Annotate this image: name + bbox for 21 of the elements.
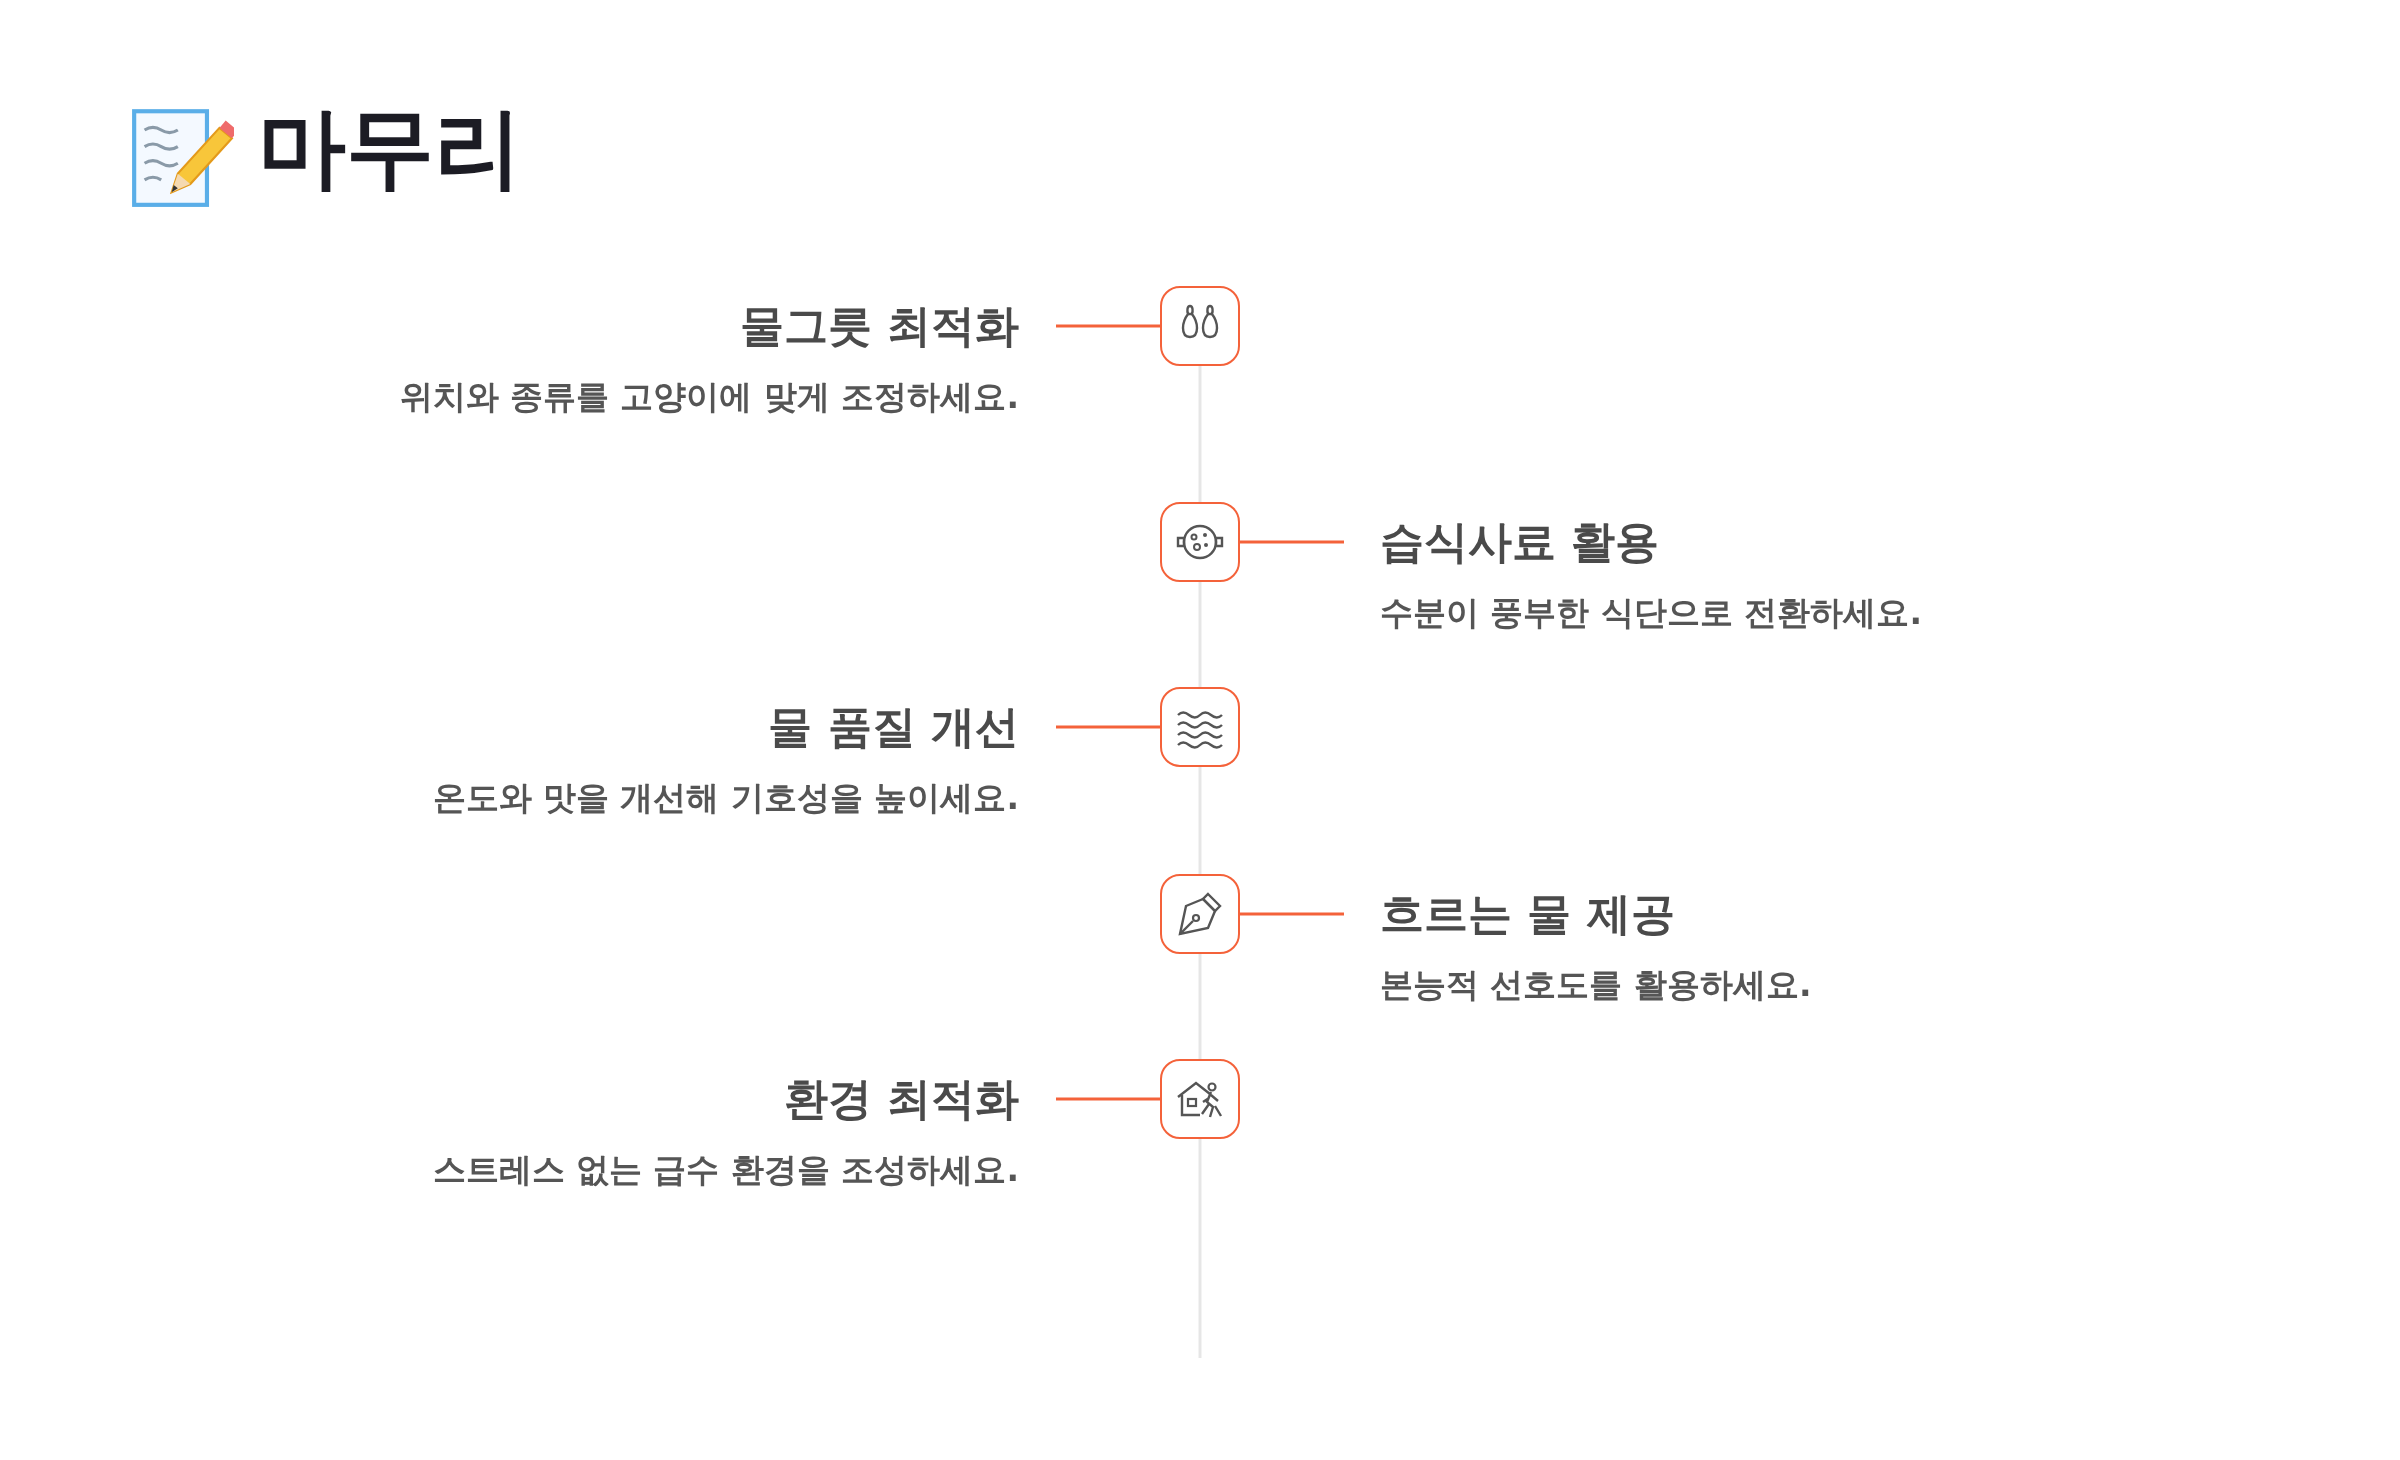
- connector-line: [1240, 912, 1344, 916]
- step-description: 본능적 선호도를 활용하세요.: [1380, 964, 1812, 1006]
- step-heading: 흐르는 물 제공: [1380, 887, 1675, 941]
- connector-line: [1056, 1097, 1160, 1101]
- icon-tile: [1160, 286, 1240, 366]
- icon-tile: [1160, 1059, 1240, 1139]
- step-heading: 환경 최적화: [783, 1072, 1019, 1126]
- step-description: 위치와 종류를 고양이에 맞게 조정하세요.: [399, 376, 1019, 418]
- step-description: 수분이 풍부한 식단으로 전환하세요.: [1380, 592, 1922, 634]
- step-heading: 물그릇 최적화: [739, 299, 1019, 353]
- step-heading: 습식사료 활용: [1380, 515, 1660, 569]
- icon-tile: [1160, 687, 1240, 767]
- step-description: 온도와 맛을 개선해 기호성을 높이세요.: [432, 777, 1019, 819]
- connector-line: [1056, 324, 1160, 328]
- connector-line: [1240, 540, 1344, 544]
- icon-tile: [1160, 502, 1240, 582]
- page-title: 마무리: [258, 95, 522, 201]
- icon-tile: [1160, 874, 1240, 954]
- step-description: 스트레스 없는 급수 환경을 조성하세요.: [432, 1149, 1019, 1191]
- step-heading: 물 품질 개선: [768, 700, 1019, 754]
- connector-line: [1056, 725, 1160, 729]
